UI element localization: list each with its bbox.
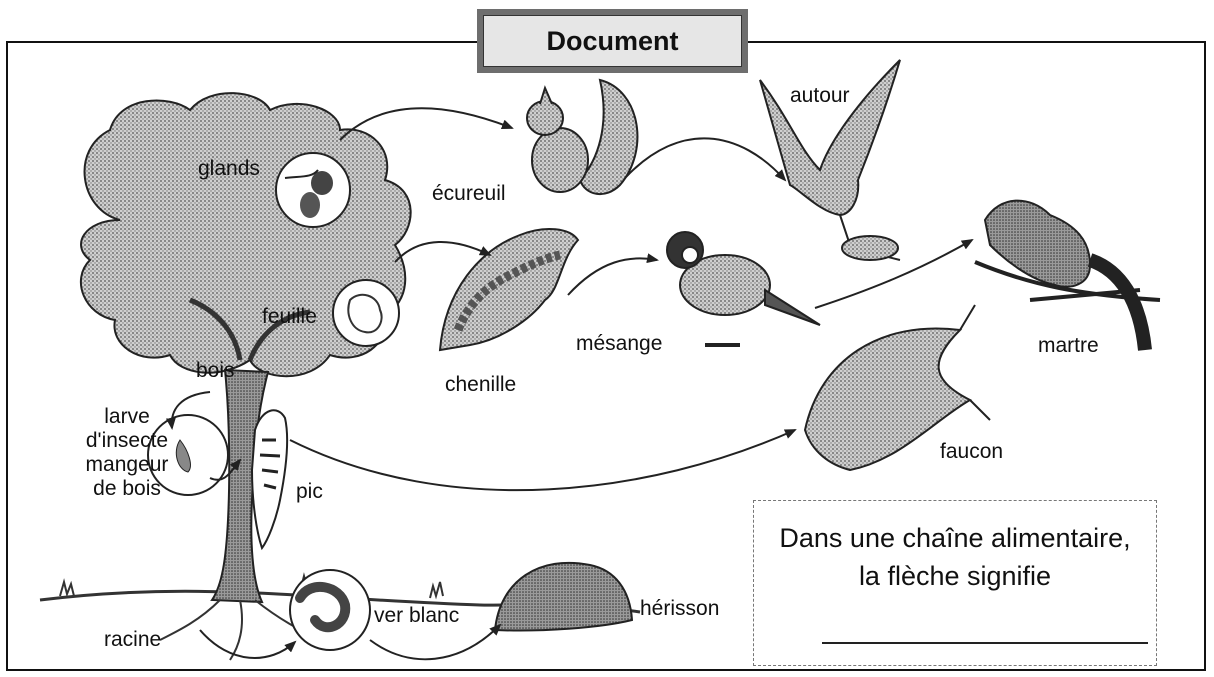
label-glands: glands: [198, 157, 260, 181]
label-autour: autour: [790, 84, 850, 108]
oak-leaf-with-caterpillar: [440, 229, 578, 350]
answer-blank-line[interactable]: [822, 642, 1148, 644]
arrow-feuille-chenille: [395, 242, 490, 262]
label-chenille: chenille: [445, 373, 516, 397]
arrow-racine-ver-blanc: [200, 630, 295, 658]
arrow-pic-faucon: [290, 430, 795, 490]
caption-line-1: Dans une chaîne alimentaire,: [754, 520, 1156, 556]
ver-blanc-inset-circle: [290, 570, 370, 650]
label-herisson: hérisson: [640, 597, 719, 621]
arrow-chenille-mesange: [568, 258, 657, 295]
label-larve: larve d'insecte mangeur de bois: [72, 405, 182, 501]
label-mesange: mésange: [576, 332, 662, 356]
caption-box: Dans une chaîne alimentaire, la flèche s…: [753, 500, 1157, 666]
label-bois: bois: [196, 359, 235, 383]
woodpecker: [252, 410, 287, 548]
label-ver-blanc: ver blanc: [374, 604, 459, 628]
label-ecureuil: écureuil: [432, 182, 506, 206]
feuille-inset-circle: [333, 280, 399, 346]
label-feuille: feuille: [262, 305, 317, 329]
marten: [975, 201, 1160, 350]
hedgehog: [495, 563, 632, 631]
arrow-ver-blanc-herisson: [370, 625, 500, 659]
squirrel: [527, 80, 637, 194]
great-tit-bird: [667, 232, 820, 345]
label-pic: pic: [296, 480, 323, 504]
document-title: Document: [483, 15, 742, 67]
label-racine: racine: [104, 628, 161, 652]
label-martre: martre: [1038, 334, 1099, 358]
arrow-ecureuil-autour: [625, 138, 785, 180]
caption-line-2: la flèche signifie: [754, 558, 1156, 594]
document-title-box: Document: [477, 9, 748, 73]
label-faucon: faucon: [940, 440, 1003, 464]
